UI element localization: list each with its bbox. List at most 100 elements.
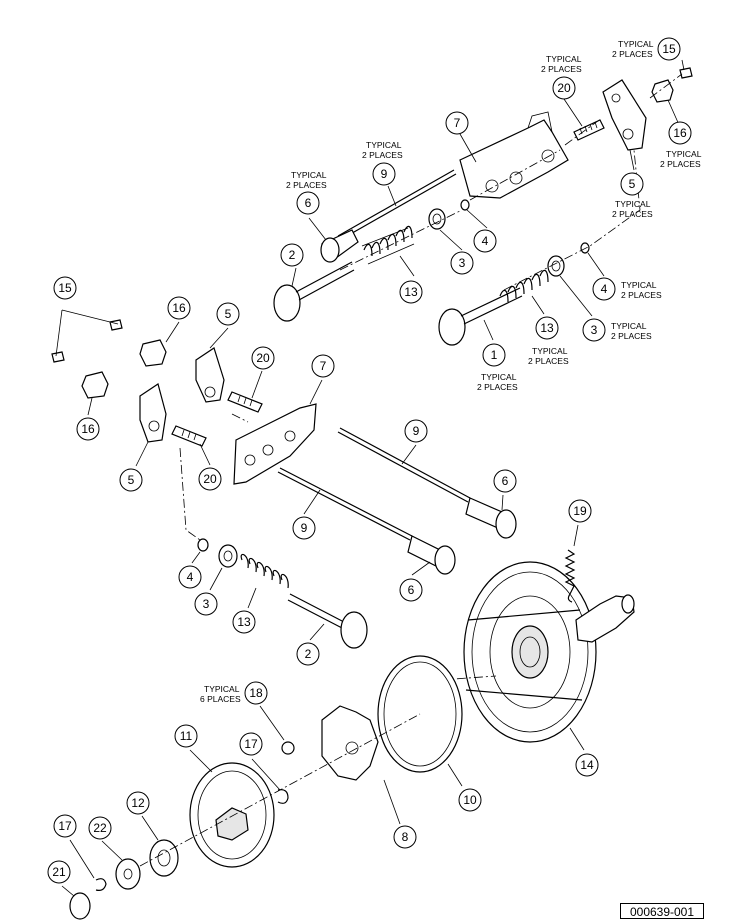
svg-text:9: 9 [413,424,420,438]
note-typical-6-l2: 2 PLACES [286,180,327,190]
callout-10: 10 [458,788,482,812]
svg-text:2: 2 [289,248,296,262]
svg-text:15: 15 [58,281,72,295]
callout-12: 12 [126,791,150,815]
callout-21: 21 [47,860,71,884]
governor-spring [564,549,576,603]
callout-5-mid: 5 [216,302,240,326]
svg-text:16: 16 [172,301,186,315]
svg-text:5: 5 [629,177,636,191]
svg-text:12: 12 [131,796,145,810]
rocker-nut-upper [651,79,674,103]
note-typical-18-l2: 6 PLACES [200,694,241,704]
governor-cup [189,762,275,868]
svg-text:13: 13 [540,321,554,335]
note-typical-3-l2: 2 PLACES [611,331,652,341]
callout-9-upper: 9 [372,162,396,186]
svg-text:5: 5 [128,473,135,487]
callout-6-mid: 6 [399,578,423,602]
callout-15-upper: 15 [657,37,681,61]
valve-head-right [438,308,466,346]
svg-text:3: 3 [459,256,466,270]
svg-text:22: 22 [93,821,107,835]
callout-14: 14 [575,753,599,777]
callout-18: 18 [244,681,268,705]
rocker-arm-mid [195,347,225,403]
rocker-nut-mid [139,339,167,367]
svg-text:15: 15 [662,42,676,56]
svg-text:14: 14 [580,758,594,772]
callout-4-upper: 4 [473,229,497,253]
note-typical-3-l1: TYPICAL [611,321,647,331]
valve-head-upper [273,284,301,322]
note-typical-13-l1: TYPICAL [532,346,568,356]
note-typical-15-l2: 2 PLACES [612,49,653,59]
flyweight-carrier [321,705,379,781]
rocker-nut-lower [81,371,109,399]
callout-13-lower: 13 [232,610,256,634]
callout-9-lower: 9 [292,516,316,540]
note-typical-4-l1: TYPICAL [621,280,657,290]
callout-20-upper: 20 [552,76,576,100]
svg-text:6: 6 [305,196,312,210]
callout-6-right: 6 [493,469,517,493]
svg-text:7: 7 [454,116,461,130]
leader-lines [61,59,685,897]
callout-17-upper: 17 [239,732,263,756]
guide-plate-mid [233,403,317,485]
tappet-mid [434,545,456,575]
svg-text:21: 21 [52,865,66,879]
callout-2-upper: 2 [280,243,304,267]
note-typical-20-l1: TYPICAL [546,54,582,64]
retainer-lower [218,544,238,568]
rocker-arm-lower [139,383,167,443]
note-typical-5-l1: TYPICAL [615,199,651,209]
svg-text:8: 8 [402,830,409,844]
note-typical-1-l1: TYPICAL [481,372,517,382]
callout-13-upper: 13 [399,280,423,304]
note-typical-5-l2: 2 PLACES [612,209,653,219]
svg-text:4: 4 [187,570,194,584]
typical-notes: TYPICAL 2 PLACES TYPICAL 2 PLACES TYPICA… [200,39,702,704]
drawing-number-label: 000639-001 [620,903,704,919]
guide-plate-upper [459,119,569,199]
note-typical-15-l1: TYPICAL [618,39,654,49]
note-typical-1-l2: 2 PLACES [477,382,518,392]
svg-text:11: 11 [180,729,193,743]
svg-text:20: 20 [557,81,571,95]
callout-19: 19 [568,499,592,523]
callout-20-lower: 20 [198,467,222,491]
callout-6-upper: 6 [296,191,320,215]
callout-3-upper: 3 [450,251,474,275]
svg-text:19: 19 [573,504,587,518]
svg-text:17: 17 [244,737,258,751]
svg-text:20: 20 [203,472,217,486]
callout-3-right: 3 [582,318,606,342]
valve-spring-lower [240,553,289,589]
svg-text:9: 9 [381,167,388,181]
svg-text:10: 10 [463,793,477,807]
svg-text:6: 6 [502,474,509,488]
note-typical-9-l2: 2 PLACES [362,150,403,160]
svg-text:9: 9 [301,521,308,535]
callout-7-mid: 7 [311,354,335,378]
note-typical-6-l1: TYPICAL [291,170,327,180]
callout-3-lower: 3 [194,592,218,616]
svg-text:6: 6 [408,583,415,597]
callout-5-lower: 5 [119,468,143,492]
valve-spring-right [499,269,549,303]
callout-5-upper: 5 [620,172,644,196]
note-typical-4-l2: 2 PLACES [621,290,662,300]
rocker-stud-upper [573,119,605,141]
svg-text:16: 16 [673,126,687,140]
note-typical-20-l2: 2 PLACES [541,64,582,74]
callout-17-lower: 17 [53,814,77,838]
callout-9-right: 9 [404,419,428,443]
svg-text:4: 4 [601,282,608,296]
svg-text:13: 13 [237,615,251,629]
note-typical-16-l2: 2 PLACES [660,159,701,169]
callout-4-lower: 4 [178,565,202,589]
svg-text:3: 3 [591,323,598,337]
svg-text:1: 1 [491,348,498,362]
